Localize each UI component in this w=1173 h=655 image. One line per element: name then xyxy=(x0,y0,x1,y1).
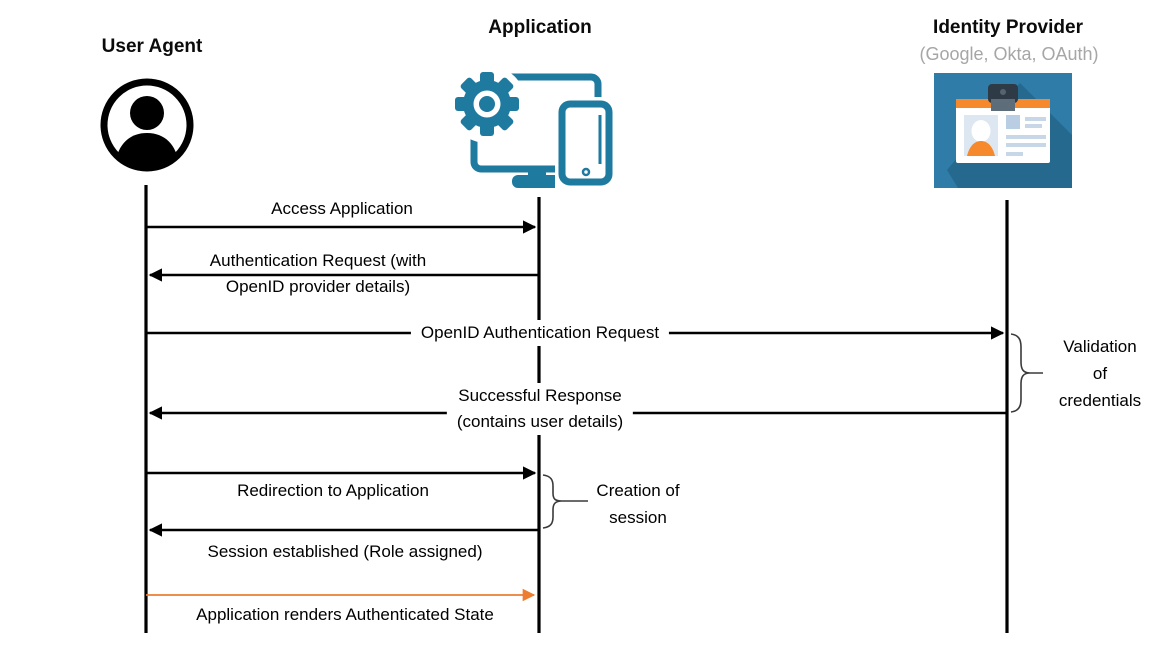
brace-validation xyxy=(1010,333,1043,413)
application-devices-icon xyxy=(452,65,615,189)
user-circle-icon xyxy=(100,78,194,172)
message-label-openid-auth-request: OpenID Authentication Request xyxy=(410,320,670,346)
message-label-successful-response: Successful Response (contains user detai… xyxy=(446,383,634,435)
id-card-icon xyxy=(934,73,1072,188)
actor-title-user-agent: User Agent xyxy=(101,36,203,57)
message-label-renders-authenticated: Application renders Authenticated State xyxy=(196,605,494,624)
message-label-redirection: Redirection to Application xyxy=(237,481,429,500)
message-label-authentication-request: Authentication Request (with OpenID prov… xyxy=(209,251,427,296)
message-label-session-established: Session established (Role assigned) xyxy=(207,542,483,561)
actor-subtitle-identity-provider: (Google, Okta, OAuth) xyxy=(919,44,1099,64)
annotation-creation-of-session: Creation of session xyxy=(596,481,680,527)
message-label-access-application: Access Application xyxy=(271,199,413,218)
annotation-validation-of-credentials: Validation of credentials xyxy=(1058,337,1142,410)
brace-session xyxy=(542,474,588,529)
actor-title-application: Application xyxy=(488,17,592,38)
actor-title-identity-provider: Identity Provider xyxy=(933,17,1083,38)
